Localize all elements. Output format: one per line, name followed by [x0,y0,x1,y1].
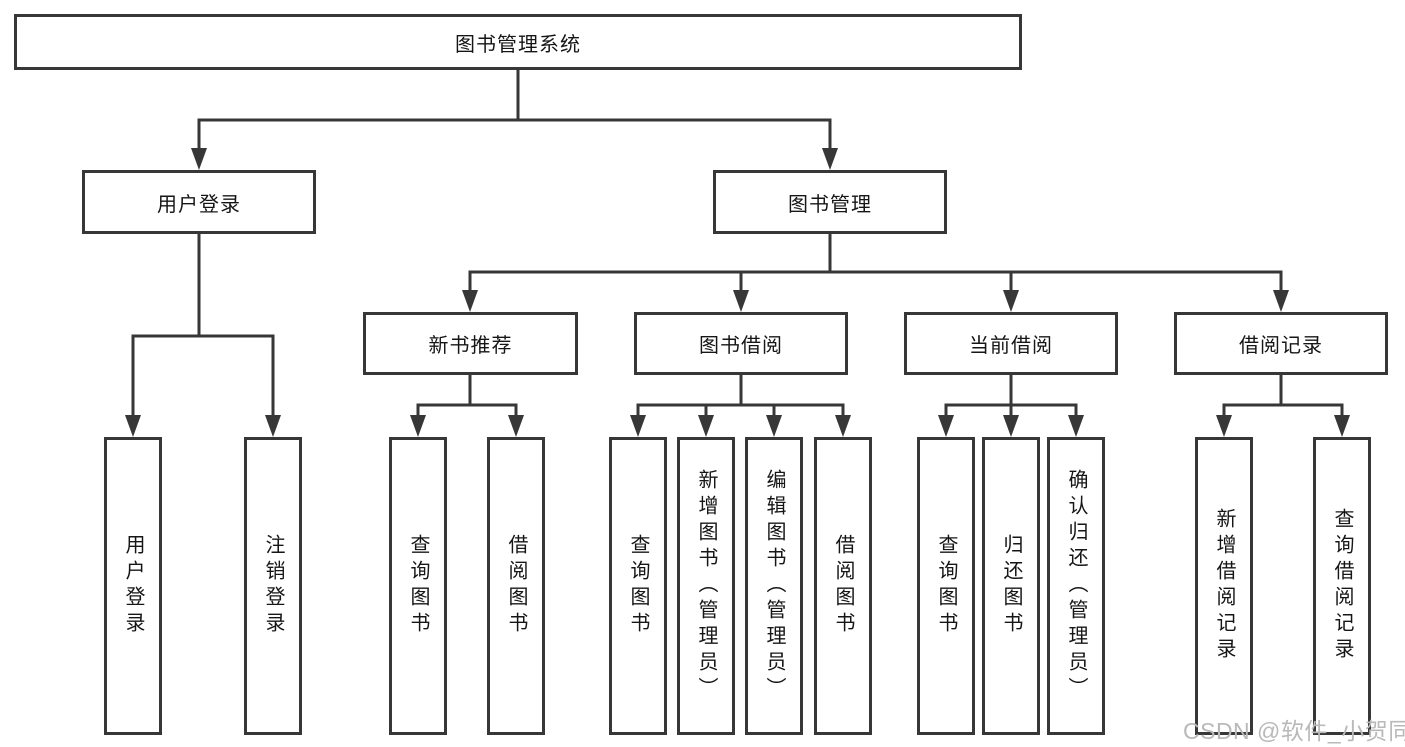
node-borrow-records: 借阅记录 [1174,312,1388,375]
node-current-borrow: 当前借阅 [904,312,1118,375]
leaf-label: 新增图书（管理员） [695,469,717,703]
leaf-label: 查询图书 [627,534,649,638]
leaf-label: 查询图书 [935,534,957,638]
node-label: 用户登录 [157,193,241,216]
node-book-management: 图书管理 [713,170,947,234]
leaf-query-borrow-record: 查询借阅记录 [1313,437,1371,735]
leaf-label: 新增借阅记录 [1213,508,1235,664]
csdn-watermark: CSDN @软件_小贺同学 [1183,718,1405,744]
node-user-login: 用户登录 [82,170,316,234]
leaf-label: 归还图书 [1000,534,1022,638]
node-book-borrow: 图书借阅 [634,312,848,375]
leaf-query-books-borrow: 查询图书 [609,437,667,735]
leaf-label: 查询图书 [407,534,429,638]
leaf-label: 查询借阅记录 [1331,508,1353,664]
leaf-return-books: 归还图书 [982,437,1040,735]
node-root-system: 图书管理系统 [14,14,1022,70]
leaf-logout: 注销登录 [244,437,302,735]
arrowheads [125,148,1350,437]
leaf-query-books-current: 查询图书 [917,437,975,735]
node-label: 图书借阅 [699,335,783,357]
leaf-label: 确认归还（管理员） [1065,469,1087,703]
node-label: 图书管理 [788,193,872,216]
leaf-borrow-books-recommend: 借阅图书 [487,437,545,735]
leaf-user-login: 用户登录 [104,437,162,735]
node-label: 当前借阅 [969,335,1053,357]
node-label: 新书推荐 [428,335,513,357]
node-label: 借阅记录 [1239,335,1323,357]
leaf-label: 借阅图书 [832,534,854,638]
leaf-label: 借阅图书 [505,534,527,638]
leaf-confirm-return-admin: 确认归还（管理员） [1047,437,1105,735]
leaf-label: 注销登录 [262,534,284,638]
leaf-query-books-recommend: 查询图书 [389,437,447,735]
leaf-add-books-admin: 新增图书（管理员） [677,437,735,735]
leaf-borrow-books: 借阅图书 [814,437,872,735]
leaf-edit-books-admin: 编辑图书（管理员） [745,437,803,735]
node-label: 图书管理系统 [455,33,581,56]
leaf-label: 编辑图书（管理员） [763,469,785,703]
leaf-add-borrow-record: 新增借阅记录 [1195,437,1253,735]
node-new-book-recommend: 新书推荐 [363,312,578,375]
leaf-label: 用户登录 [122,534,144,638]
